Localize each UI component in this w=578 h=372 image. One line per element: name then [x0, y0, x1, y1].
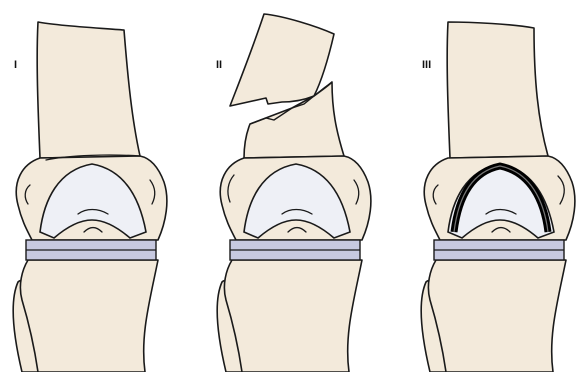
panel-label: II [216, 59, 222, 71]
panel-label: I [14, 59, 17, 71]
panel-i: I [13, 22, 167, 372]
panel-iii: III [421, 22, 575, 372]
femur-shaft [37, 22, 140, 158]
panel-label: III [422, 59, 431, 71]
panel-ii: II [216, 14, 371, 372]
femur-shaft [447, 22, 548, 158]
